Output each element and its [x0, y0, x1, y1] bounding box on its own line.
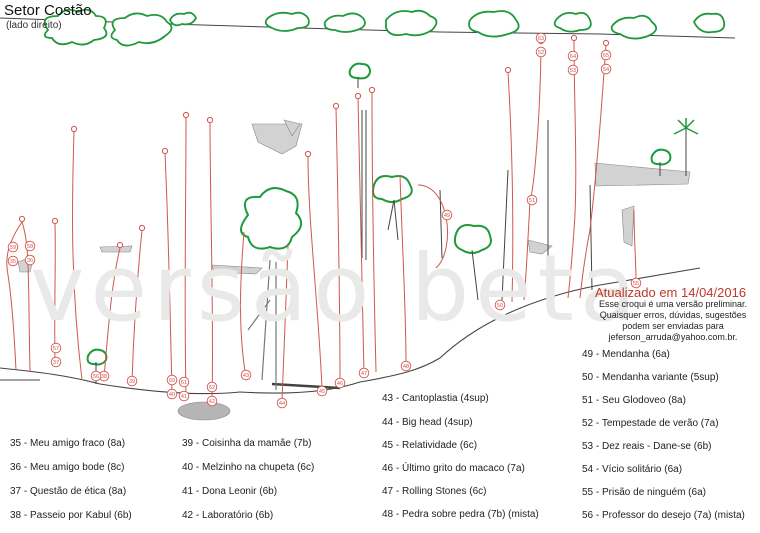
- svg-text:62: 62: [209, 385, 215, 391]
- route-label-39: 39: [126, 375, 138, 387]
- svg-text:63: 63: [538, 36, 544, 42]
- svg-text:53: 53: [570, 68, 576, 74]
- route-label-58: 58: [24, 240, 36, 252]
- route-label-56: 56: [90, 370, 102, 382]
- legend-item: 38 - Passeio por Kabul (6b): [10, 510, 132, 521]
- legend-item: 42 - Laboratório (6b): [182, 510, 274, 521]
- route-lines: [6, 39, 637, 403]
- rock-features: [17, 119, 691, 421]
- route-label-62: 62: [206, 381, 218, 393]
- svg-text:58: 58: [27, 244, 33, 250]
- ground-line: [0, 267, 701, 395]
- svg-text:52: 52: [538, 50, 544, 56]
- svg-text:40: 40: [169, 392, 175, 398]
- svg-text:41: 41: [181, 394, 187, 400]
- preliminary-note: Esse croqui é uma versão preliminar. Qua…: [598, 299, 748, 342]
- legend-item: 55 - Prisão de ninguém (6a): [582, 487, 706, 498]
- legend-item: 51 - Seu Glodoveo (8a): [582, 395, 686, 406]
- route-label-54: 54: [600, 63, 612, 75]
- svg-text:59: 59: [10, 245, 16, 251]
- page-subtitle: (lado direito): [6, 20, 62, 31]
- svg-text:43: 43: [243, 373, 249, 379]
- legend-item: 43 - Cantoplastia (4sup): [382, 393, 489, 404]
- route-label-50: 50: [494, 299, 506, 311]
- legend-item: 35 - Meu amigo fraco (8a): [10, 438, 126, 449]
- legend-item: 50 - Mendanha variante (5sup): [582, 372, 719, 383]
- svg-text:56: 56: [93, 374, 99, 380]
- top-vegetation: [43, 8, 726, 47]
- legend-item: 49 - Mendanha (6a): [582, 349, 670, 360]
- svg-text:38: 38: [101, 374, 107, 380]
- svg-text:45: 45: [319, 389, 325, 395]
- legend-item: 53 - Dez reais - Dane-se (6b): [582, 441, 712, 452]
- svg-text:54: 54: [603, 67, 609, 73]
- route-label-60: 60: [166, 374, 178, 386]
- route-label-64: 64: [567, 50, 579, 62]
- svg-text:35: 35: [10, 259, 16, 265]
- page-title: Setor Costão: [4, 2, 92, 19]
- svg-text:44: 44: [279, 401, 285, 407]
- route-label-48: 48: [400, 360, 412, 372]
- route-label-63: 63: [535, 32, 547, 44]
- svg-text:37: 37: [53, 360, 59, 366]
- legend-item: 41 - Dona Leonir (6b): [182, 486, 278, 497]
- route-label-41: 41: [178, 390, 190, 402]
- legend-item: 56 - Professor do desejo (7a) (mista): [582, 510, 745, 521]
- legend-item: 48 - Pedra sobre pedra (7b) (mista): [382, 509, 539, 520]
- svg-text:60: 60: [169, 378, 175, 384]
- svg-text:36: 36: [27, 258, 33, 264]
- svg-text:49: 49: [444, 213, 450, 219]
- svg-text:39: 39: [129, 379, 135, 385]
- route-label-51: 51: [526, 194, 538, 206]
- rock-lines: [361, 110, 593, 301]
- route-label-37: 37: [50, 356, 62, 368]
- svg-text:46: 46: [337, 381, 343, 387]
- route-label-36: 36: [24, 254, 36, 266]
- route-label-35: 35: [7, 255, 19, 267]
- svg-text:48: 48: [403, 364, 409, 370]
- route-labels: 35 36 37 38 39 40 41 42 43 44 45 46 47 48 49 50 51 52 53 54…: [7, 32, 642, 409]
- legend-item: 46 - Último grito do macaco (7a): [382, 463, 525, 474]
- legend-item: 47 - Rolling Stones (6c): [382, 486, 487, 497]
- route-label-61: 61: [178, 376, 190, 388]
- route-label-44: 44: [276, 397, 288, 409]
- legend-item: 36 - Meu amigo bode (8c): [10, 462, 125, 473]
- route-label-46: 46: [334, 377, 346, 389]
- route-label-57: 57: [50, 342, 62, 354]
- route-label-59: 59: [7, 241, 19, 253]
- update-notice: Atualizado em 14/04/2016: [595, 285, 747, 300]
- watermark: versão beta: [30, 235, 643, 342]
- svg-text:42: 42: [209, 399, 215, 405]
- route-label-47: 47: [358, 367, 370, 379]
- route-label-49: 49: [441, 209, 453, 221]
- svg-text:51: 51: [529, 198, 535, 204]
- svg-text:65: 65: [603, 53, 609, 59]
- svg-text:61: 61: [181, 380, 187, 386]
- route-label-52: 52: [535, 46, 547, 58]
- svg-text:55: 55: [633, 281, 639, 287]
- svg-text:47: 47: [361, 371, 367, 377]
- route-label-40: 40: [166, 388, 178, 400]
- legend-item: 45 - Relatividade (6c): [382, 440, 478, 451]
- legend-item: 40 - Melzinho na chupeta (6c): [182, 462, 315, 473]
- svg-text:57: 57: [53, 346, 59, 352]
- legend-item: 54 - Vício solitário (6a): [582, 464, 683, 475]
- route-label-42: 42: [206, 395, 218, 407]
- route-label-45: 45: [316, 385, 328, 397]
- route-label-53: 53: [567, 64, 579, 76]
- svg-text:50: 50: [497, 303, 503, 309]
- route-label-65: 65: [600, 49, 612, 61]
- route-anchors: [18, 34, 610, 249]
- legend-item: 39 - Coisinha da mamãe (7b): [182, 438, 312, 449]
- legend-item: 44 - Big head (4sup): [382, 417, 473, 428]
- legend-item: 52 - Tempestade de verão (7a): [582, 418, 719, 429]
- svg-text:64: 64: [570, 54, 576, 60]
- route-label-43: 43: [240, 369, 252, 381]
- route-label-55: 55: [630, 277, 642, 289]
- legend-item: 37 - Questão de ética (8a): [10, 486, 127, 497]
